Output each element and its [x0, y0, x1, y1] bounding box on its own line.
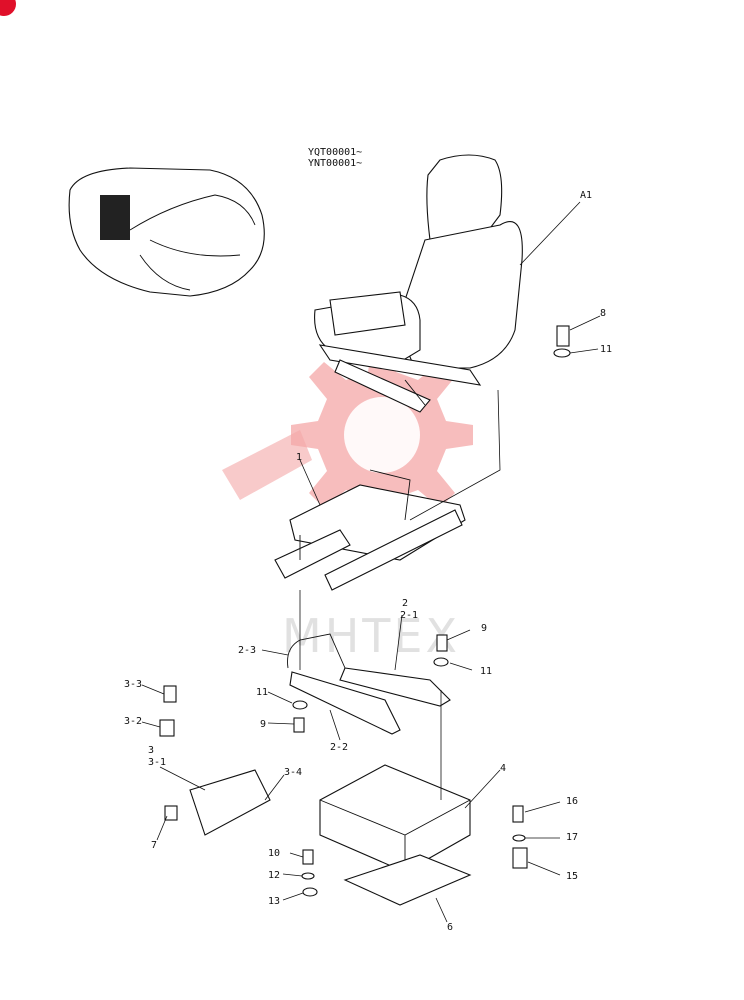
washer-11b-icon [433, 657, 449, 667]
callout-9b: 9 [260, 719, 266, 730]
callout-1: 1 [296, 452, 302, 463]
serial-line-1: YQT00001~ [308, 147, 362, 158]
callout-3-3: 3-3 [124, 679, 142, 690]
leader-lines [141, 201, 601, 923]
callout-2: 2 [402, 598, 408, 609]
callout-2-3: 2-3 [238, 645, 256, 656]
clip-3-3-icon [163, 685, 177, 703]
callout-13: 13 [268, 896, 280, 907]
washer-13-icon [302, 887, 318, 897]
bolt-8-icon [556, 325, 570, 347]
bracket-15-icon [512, 847, 528, 869]
bolt-16-icon [512, 805, 524, 823]
callout-8: 8 [600, 308, 606, 319]
frame-assembly [274, 469, 466, 591]
bolt-10-icon [302, 849, 314, 865]
bolt-9-icon [436, 634, 448, 652]
washer-12-icon [301, 872, 315, 880]
callout-16: 16 [566, 796, 578, 807]
callout-3: 3 [148, 745, 154, 756]
callout-11b: 11 [480, 666, 492, 677]
callout-4: 4 [500, 763, 506, 774]
callout-3-1: 3-1 [148, 757, 166, 768]
callout-7: 7 [151, 840, 157, 851]
watermark-text: MHTEX [282, 609, 460, 663]
callout-2-2: 2-2 [330, 742, 348, 753]
callout-12: 12 [268, 870, 280, 881]
watermark-gear-hole [344, 397, 420, 473]
washer-17-icon [512, 834, 526, 842]
callout-17: 17 [566, 832, 578, 843]
callout-3-4: 3-4 [284, 767, 302, 778]
callout-A1: A1 [580, 190, 592, 201]
callout-2-1: 2-1 [400, 610, 418, 621]
slide-rails [287, 633, 451, 735]
callout-11a: 11 [600, 344, 612, 355]
washer-11c-icon [292, 700, 308, 710]
watermark-stripe [222, 430, 312, 500]
callout-15: 15 [566, 871, 578, 882]
corner-badge [0, 0, 16, 16]
inset-seat-highlight [100, 195, 130, 240]
clip-3-2-icon [159, 719, 175, 737]
callout-10: 10 [268, 848, 280, 859]
seat-assembly [314, 154, 523, 413]
base-box [319, 764, 471, 873]
bolt-9b-icon [293, 717, 305, 733]
serial-line-2: YNT00001~ [308, 158, 362, 169]
callout-11c: 11 [256, 687, 268, 698]
mat [343, 854, 472, 906]
callout-9a: 9 [481, 623, 487, 634]
knob-7-icon [164, 805, 178, 821]
hardware-parts [159, 325, 571, 897]
washer-11-icon [553, 348, 571, 358]
lever-panel [189, 769, 271, 836]
location-inset [68, 167, 265, 297]
callout-3-2: 3-2 [124, 716, 142, 727]
callout-6: 6 [447, 922, 453, 933]
callout-labels: A1 8 11 1 2 2-1 9 2-3 11 3-3 11 9 2-2 3-… [124, 190, 612, 933]
